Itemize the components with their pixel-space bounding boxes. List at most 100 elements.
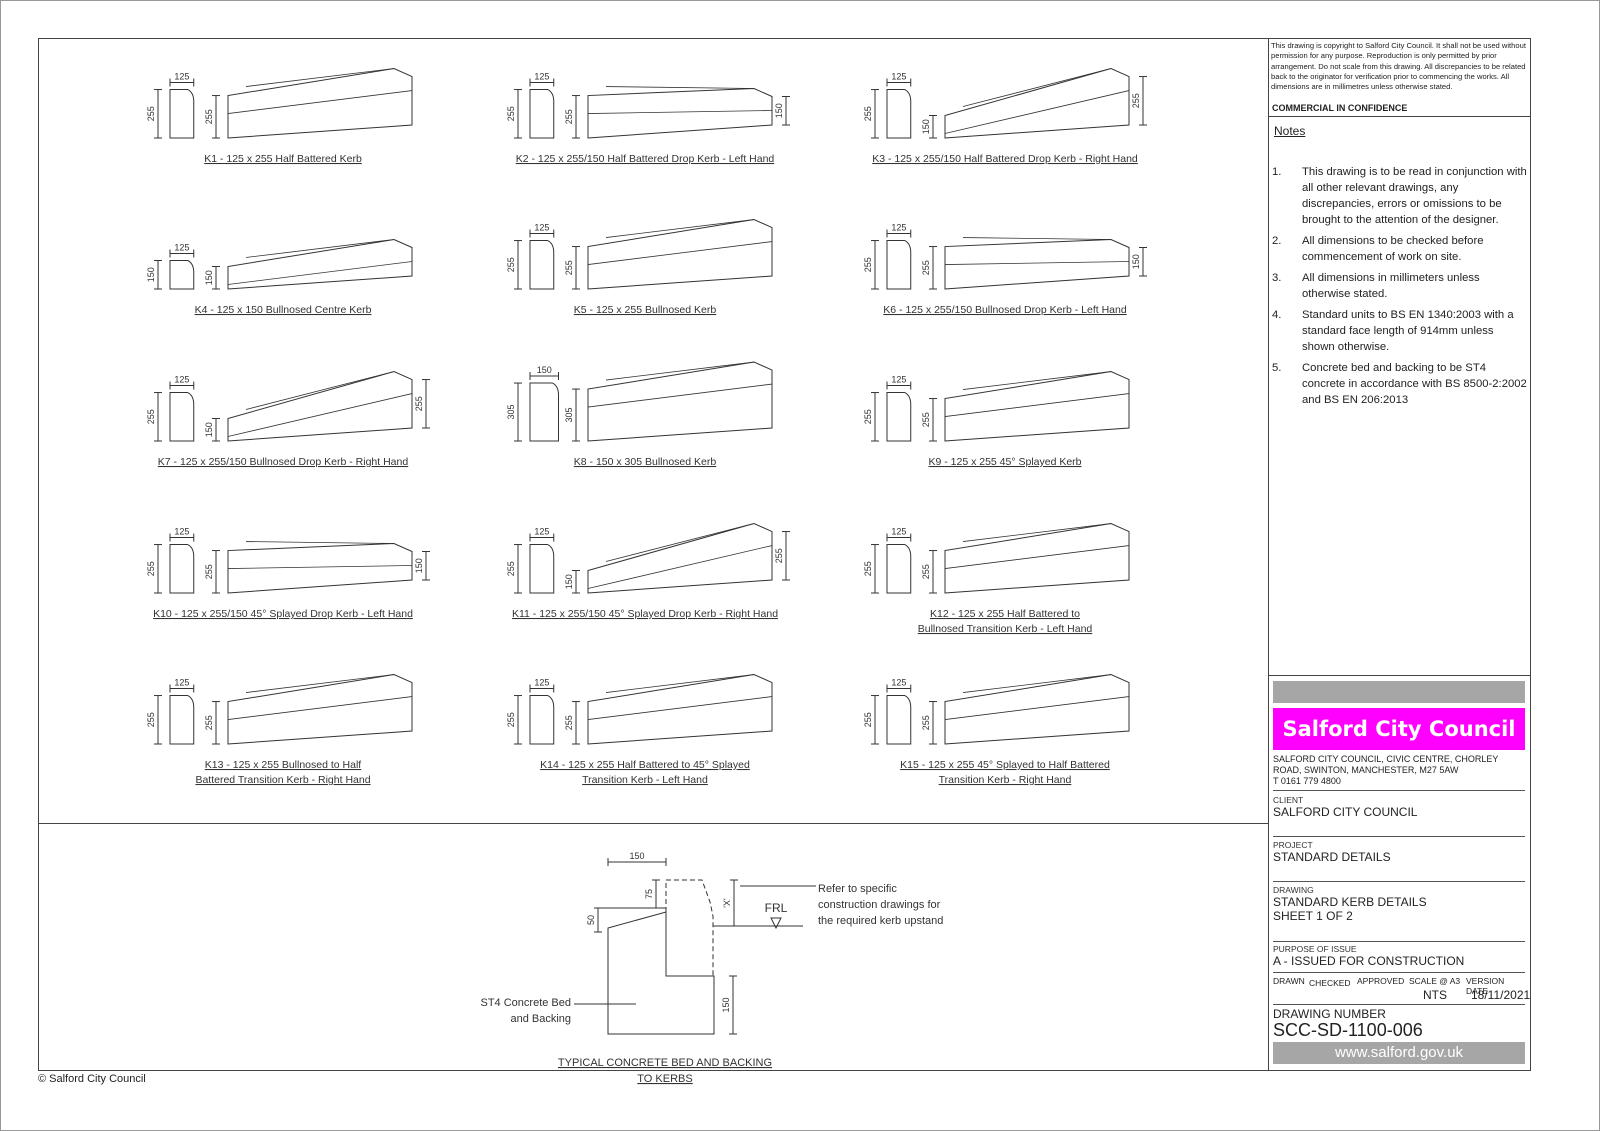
kerb-caption: Transition Kerb - Right Hand — [939, 774, 1072, 786]
dimension-label: 255 — [1131, 93, 1141, 108]
drawing-number-label: DRAWING NUMBER — [1273, 1007, 1386, 1021]
frl-marker-icon — [770, 917, 782, 930]
top-edge-line — [605, 219, 755, 238]
kerb-elevation — [944, 523, 1130, 594]
dimension-label: 255 — [204, 715, 214, 730]
top-edge-line — [962, 371, 1112, 390]
dimension-label: 255 — [921, 260, 931, 275]
top-edge-line — [962, 674, 1112, 693]
purpose-value: A - ISSUED FOR CONSTRUCTION — [1273, 954, 1465, 968]
kerb-elevation — [587, 361, 773, 442]
kerb-caption: K10 - 125 x 255/150 45° Splayed Drop Ker… — [153, 608, 413, 620]
chamfer-line — [587, 696, 773, 720]
note-number: 5. — [1272, 362, 1282, 374]
notes-heading: Notes — [1274, 124, 1306, 138]
dimension-label: 255 — [204, 564, 214, 579]
note-item: 4.Standard units to BS EN 1340:2003 with… — [1272, 307, 1528, 355]
website-text[interactable]: www.salford.gov.uk — [1334, 1044, 1464, 1061]
frl-label: FRL — [765, 901, 788, 915]
concrete-bed — [607, 911, 715, 1035]
dimension-label: 150 — [721, 997, 731, 1012]
dimension-label: 255 — [863, 561, 873, 576]
kerb-elevation — [227, 542, 413, 594]
dimension-label: 255 — [506, 106, 516, 121]
top-edge-line — [245, 68, 395, 87]
kerb-elevation — [587, 674, 773, 745]
dimension-label: 125 — [891, 72, 906, 82]
footer-copyright: © Salford City Council — [38, 1073, 146, 1085]
chamfer-line — [587, 545, 773, 589]
dimension-label: 150 — [629, 851, 644, 861]
top-edge-line — [605, 361, 755, 381]
note-number: 3. — [1272, 272, 1282, 284]
client-label: CLIENT — [1273, 795, 1304, 805]
note-item: 5.Concrete bed and backing to be ST4 con… — [1272, 360, 1528, 408]
chamfer-line — [944, 393, 1130, 417]
kerb-section — [529, 89, 555, 139]
dimension-label: 255 — [921, 715, 931, 730]
kerb-section — [529, 382, 559, 442]
kerb-caption: K13 - 125 x 255 Bullnosed to Half — [205, 759, 362, 771]
drawing-frame — [38, 38, 1531, 1071]
grey-band — [1273, 681, 1525, 703]
top-edge-line — [605, 523, 755, 562]
address: SALFORD CITY COUNCIL, CIVIC CENTRE, CHOR… — [1273, 754, 1535, 787]
address-line: SALFORD CITY COUNCIL, CIVIC CENTRE, CHOR… — [1273, 754, 1499, 764]
dimension-label: 125 — [174, 678, 189, 688]
dimension-label: 255 — [506, 712, 516, 727]
kerb-section — [886, 392, 912, 442]
top-edge-line — [605, 674, 755, 693]
kerb-caption: K15 - 125 x 255 45° Splayed to Half Batt… — [900, 759, 1110, 771]
dimension-label: 255 — [146, 409, 156, 424]
chamfer-line — [587, 110, 773, 114]
divider — [1273, 972, 1525, 973]
address-line: T 0161 779 4800 — [1273, 776, 1341, 786]
notes-list: 1.This drawing is to be read in conjunct… — [1272, 164, 1528, 413]
kerb-caption: K4 - 125 x 150 Bullnosed Centre Kerb — [195, 304, 372, 316]
dimension-label: 125 — [891, 527, 906, 537]
kerb-caption: Transition Kerb - Left Hand — [582, 774, 708, 786]
material-label: and Backing — [510, 1013, 571, 1025]
chamfer-line — [587, 383, 773, 408]
dimension-label: 255 — [863, 257, 873, 272]
note-item: 1.This drawing is to be read in conjunct… — [1272, 164, 1528, 228]
kerb-elevation — [227, 238, 413, 290]
kerb-caption: K12 - 125 x 255 Half Battered to — [930, 608, 1080, 620]
kerb-section — [169, 260, 195, 290]
dimension-label: 255 — [921, 564, 931, 579]
kerb-caption: K3 - 125 x 255/150 Half Battered Drop Ke… — [872, 153, 1138, 165]
dimension-label: 255 — [146, 561, 156, 576]
checked-label: CHECKED — [1309, 978, 1351, 988]
website-link[interactable]: www.salford.gov.uk — [1273, 1042, 1525, 1064]
kerb-caption: K2 - 125 x 255/150 Half Battered Drop Ke… — [516, 153, 775, 165]
purpose-label: PURPOSE OF ISSUE — [1273, 944, 1357, 954]
dimension-label: 255 — [204, 109, 214, 124]
dimension-label: 125 — [891, 678, 906, 688]
note-text: This drawing is to be read in conjunctio… — [1302, 166, 1527, 226]
dimension-label: 125 — [174, 72, 189, 82]
kerb-caption: K14 - 125 x 255 Half Battered to 45° Spl… — [540, 759, 750, 771]
dimension-label: 255 — [506, 257, 516, 272]
client-value: SALFORD CITY COUNCIL — [1273, 805, 1418, 819]
kerb-caption: K9 - 125 x 255 45° Splayed Kerb — [928, 456, 1081, 468]
material-label: ST4 Concrete Bed — [481, 997, 572, 1009]
note-item: 3.All dimensions in millimeters unless o… — [1272, 270, 1528, 302]
kerb-caption: Bullnosed Transition Kerb - Left Hand — [918, 623, 1093, 635]
scale-value: NTS — [1423, 988, 1447, 1002]
dimension-label: 255 — [564, 109, 574, 124]
approved-label: APPROVED — [1357, 976, 1405, 986]
kerb-elevation — [944, 238, 1130, 290]
dimension-label: 255 — [146, 106, 156, 121]
dimension-label: 255 — [564, 715, 574, 730]
scale-label: SCALE @ A3 — [1409, 976, 1461, 986]
